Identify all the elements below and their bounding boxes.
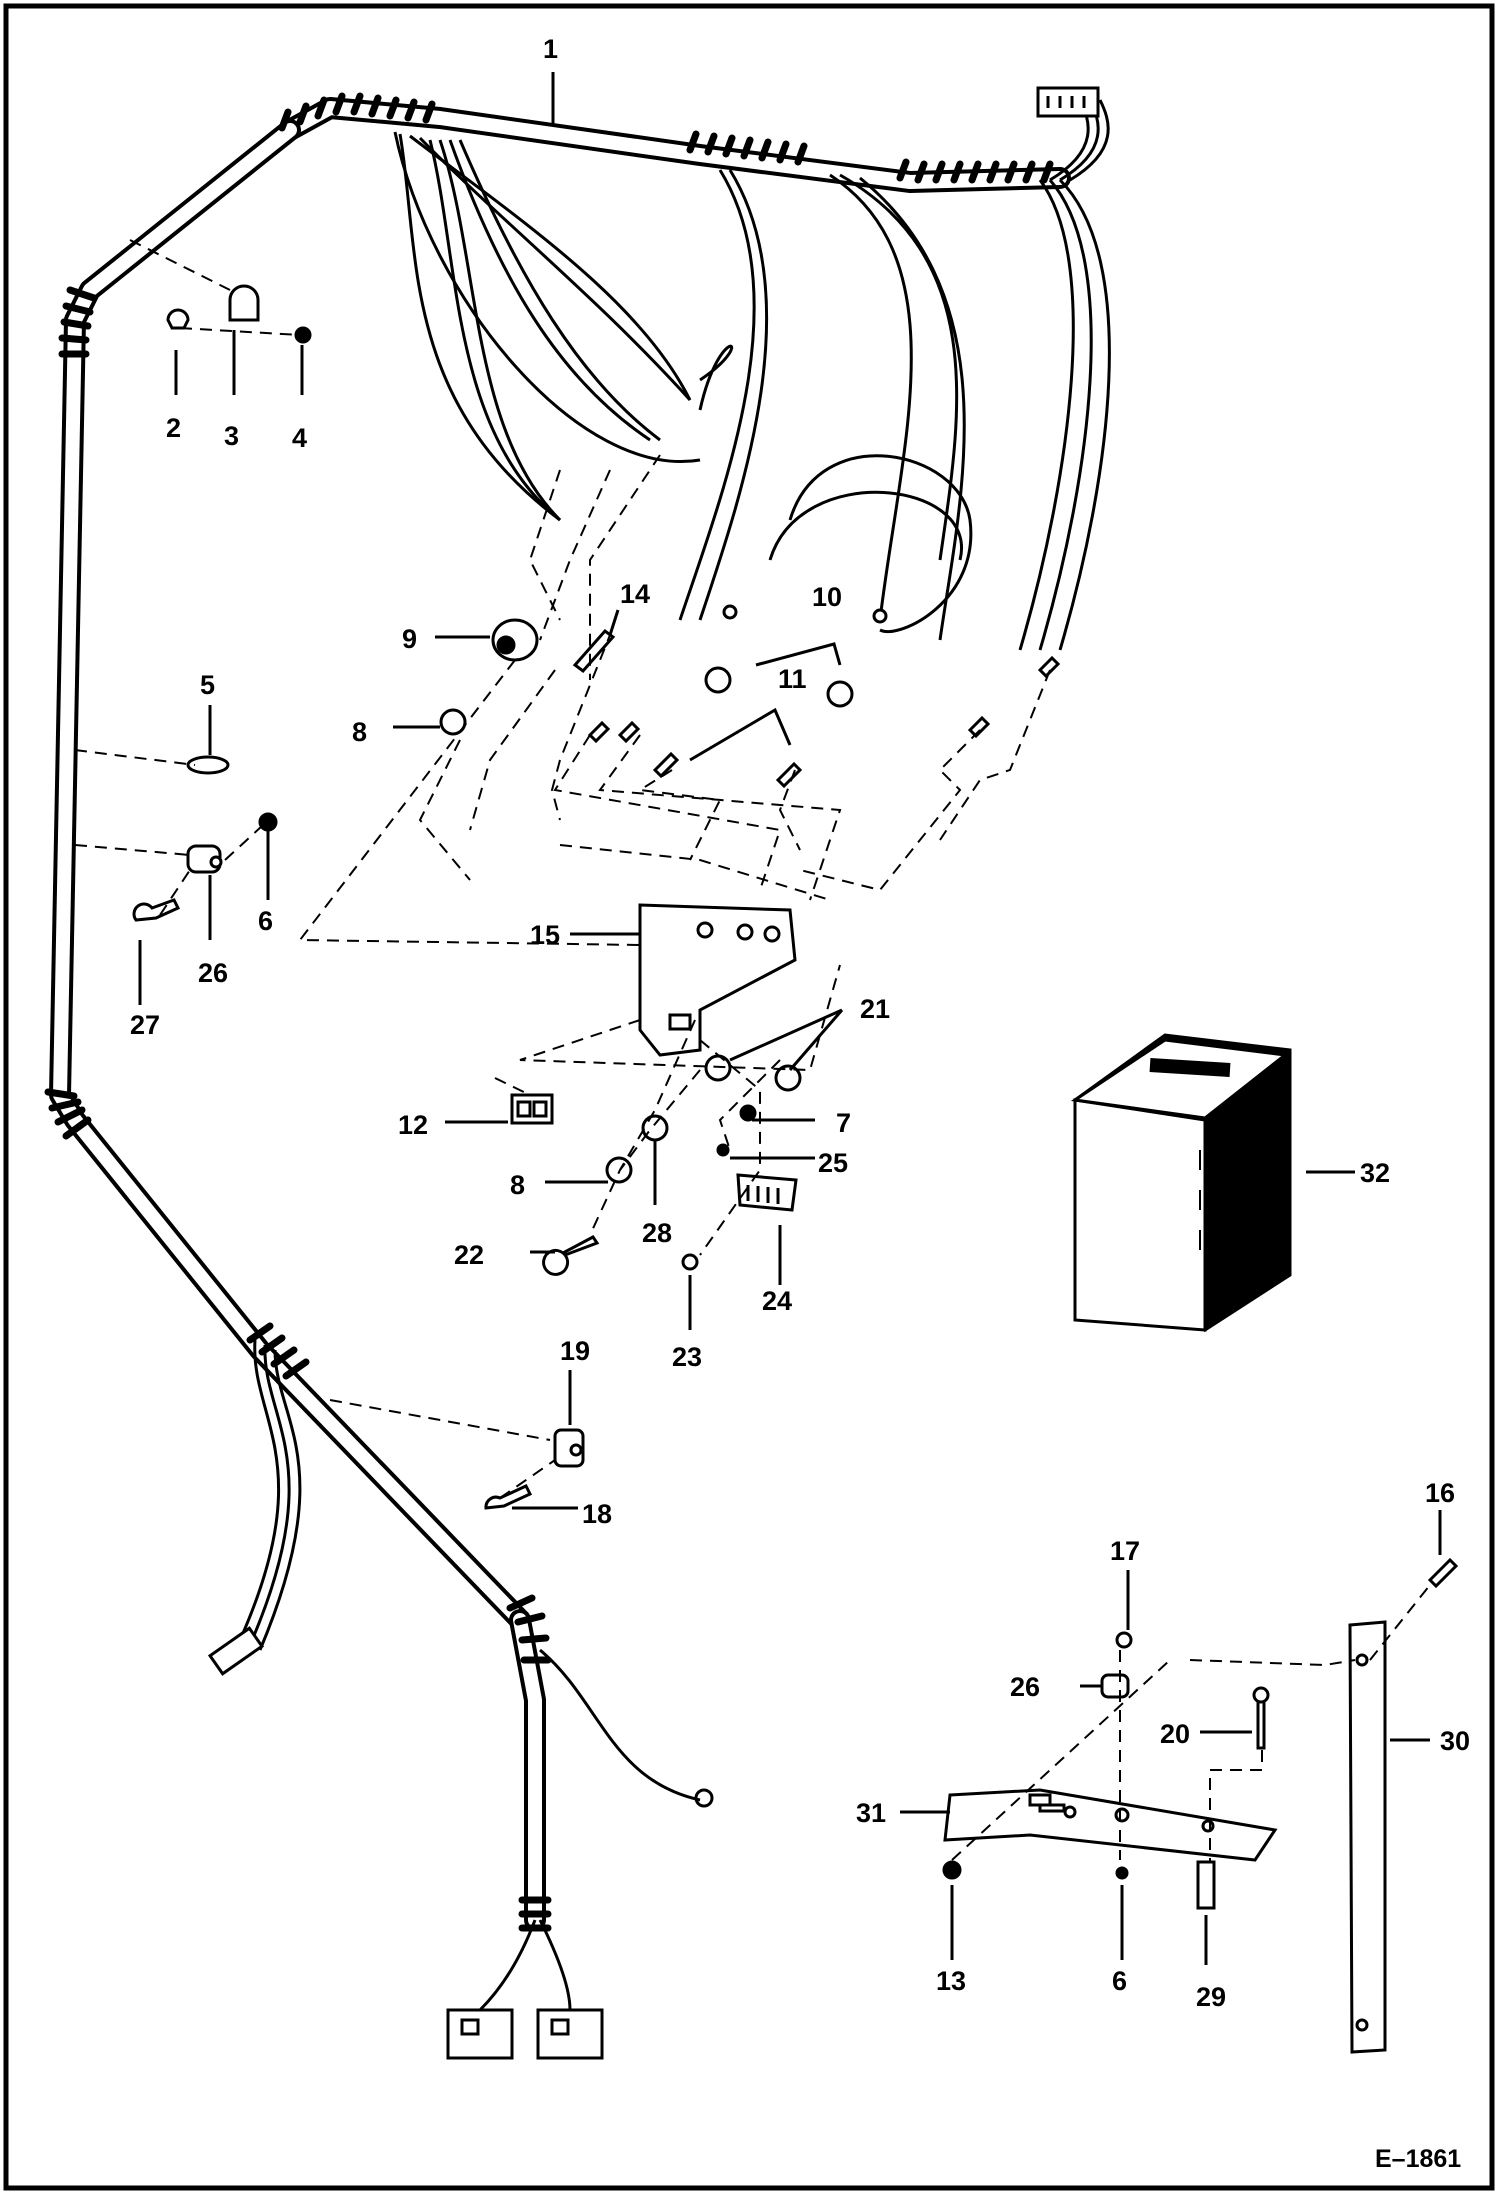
callout-27: 27: [130, 1010, 160, 1040]
harness-bottom-connectors: [446, 1919, 604, 2060]
callout-2: 2: [166, 413, 181, 443]
callout-32: 32: [1360, 1158, 1390, 1188]
callout-13: 13: [936, 1966, 966, 1996]
figure-id: E–1861: [1375, 2145, 1461, 2173]
callout-21: 21: [860, 994, 890, 1024]
ring-terminal: [694, 1788, 714, 1808]
callout-6-upper: 6: [258, 906, 273, 936]
callout-1: 1: [543, 34, 558, 64]
harness-plug-lower-left: [207, 1626, 265, 1676]
callout-16: 16: [1425, 1478, 1455, 1508]
diagram-border: [3, 3, 1495, 2191]
callout-30: 30: [1440, 1726, 1470, 1756]
callout-20: 20: [1160, 1719, 1190, 1749]
harness-branch-wires: [238, 99, 1111, 1802]
callout-23: 23: [672, 1342, 702, 1372]
callout-26-left: 26: [198, 958, 228, 988]
callout-28: 28: [642, 1218, 672, 1248]
harness-plug-top: [1036, 86, 1100, 118]
callout-15: 15: [530, 920, 560, 950]
callout-11: 11: [778, 664, 807, 694]
bracket-assembly: [942, 1557, 1459, 2054]
callout-12: 12: [398, 1110, 428, 1140]
small-parts: [132, 284, 1061, 1510]
callout-22: 22: [454, 1240, 484, 1270]
callout-25: 25: [818, 1148, 848, 1178]
callout-8-lower: 8: [510, 1170, 525, 1200]
callout-5: 5: [200, 670, 215, 700]
assembly-dashed-lines: [74, 239, 1431, 1862]
callout-17: 17: [1110, 1536, 1140, 1566]
callout-numbers: 1 2 3 4 5 6 6 7 8 8 9 10 11 12 13 14 15 …: [130, 34, 1470, 2012]
callout-6-lower: 6: [1112, 1966, 1127, 1996]
callout-24: 24: [762, 1286, 792, 1316]
callout-31: 31: [856, 1798, 886, 1828]
callout-19: 19: [560, 1336, 590, 1366]
callout-leaders: [138, 72, 1442, 1965]
callout-3: 3: [224, 421, 239, 451]
callout-26-right: 26: [1010, 1672, 1040, 1702]
main-harness: [44, 92, 1071, 1932]
callout-7: 7: [836, 1108, 851, 1138]
callout-29: 29: [1196, 1982, 1226, 2012]
callout-8-upper: 8: [352, 717, 367, 747]
callout-10: 10: [812, 582, 842, 612]
callout-9: 9: [402, 624, 417, 654]
battery-32: [1070, 1033, 1292, 1333]
callout-4: 4: [292, 423, 307, 453]
callout-14: 14: [620, 579, 650, 609]
callout-18: 18: [582, 1499, 612, 1529]
